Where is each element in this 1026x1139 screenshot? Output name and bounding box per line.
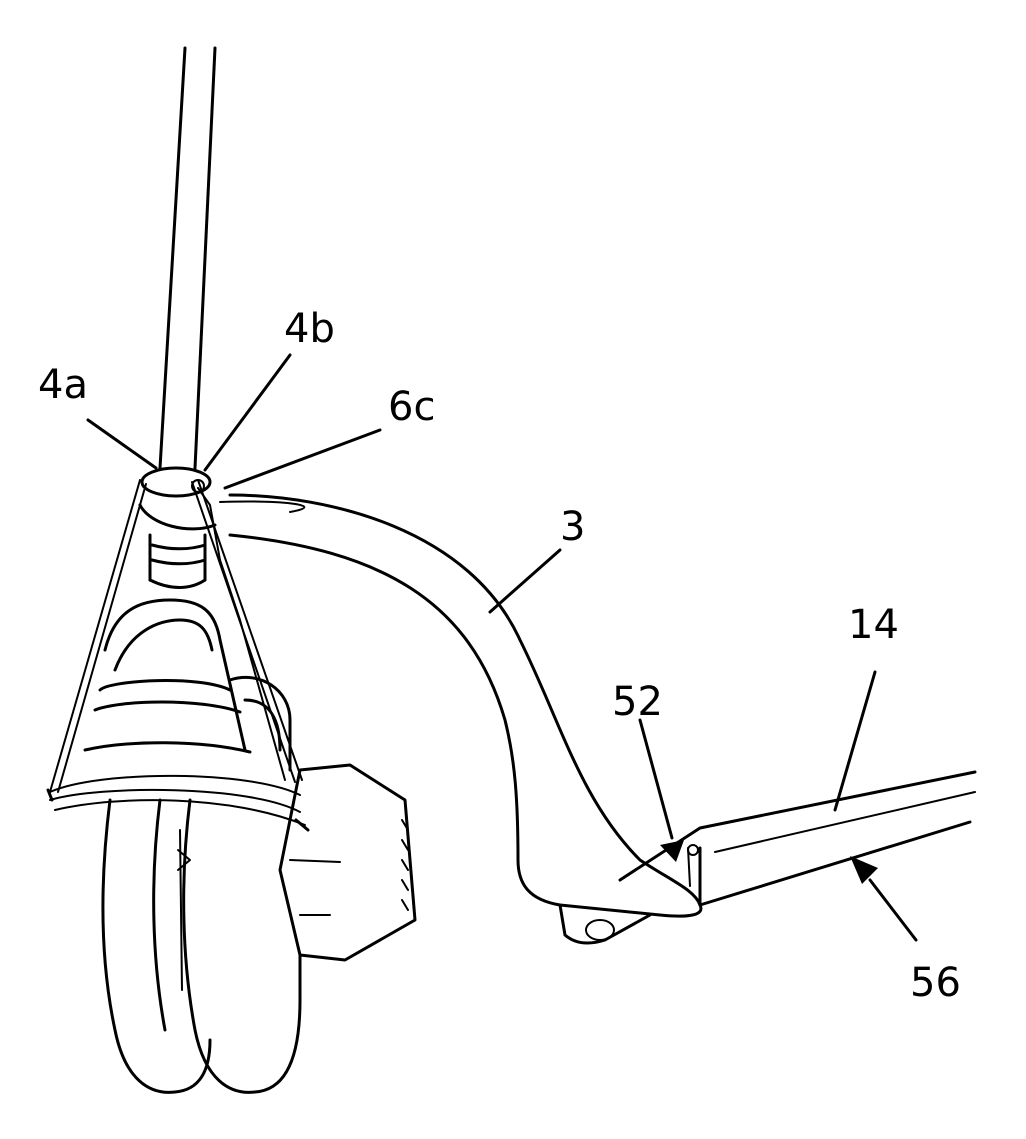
leader-14 bbox=[835, 672, 875, 810]
label-4a: 4a bbox=[38, 362, 88, 408]
leader-4a bbox=[88, 420, 156, 468]
leader-3 bbox=[490, 550, 560, 612]
label-52: 52 bbox=[612, 679, 663, 725]
leader-52 bbox=[640, 720, 672, 838]
leader-56 bbox=[870, 880, 916, 940]
handlebar-stem bbox=[160, 48, 215, 468]
label-6c: 6c bbox=[388, 384, 435, 430]
arrowhead-56 bbox=[850, 856, 878, 884]
label-3: 3 bbox=[560, 504, 585, 550]
leader-6c bbox=[225, 430, 380, 488]
strap bbox=[48, 480, 308, 830]
label-56: 56 bbox=[910, 960, 961, 1006]
front-wheels bbox=[103, 800, 300, 1092]
label-4b: 4b bbox=[284, 306, 335, 352]
label-14: 14 bbox=[848, 602, 899, 648]
reference-labels: 4a 4b 6c 3 14 52 56 bbox=[38, 306, 961, 1006]
leader-4b bbox=[205, 355, 290, 470]
